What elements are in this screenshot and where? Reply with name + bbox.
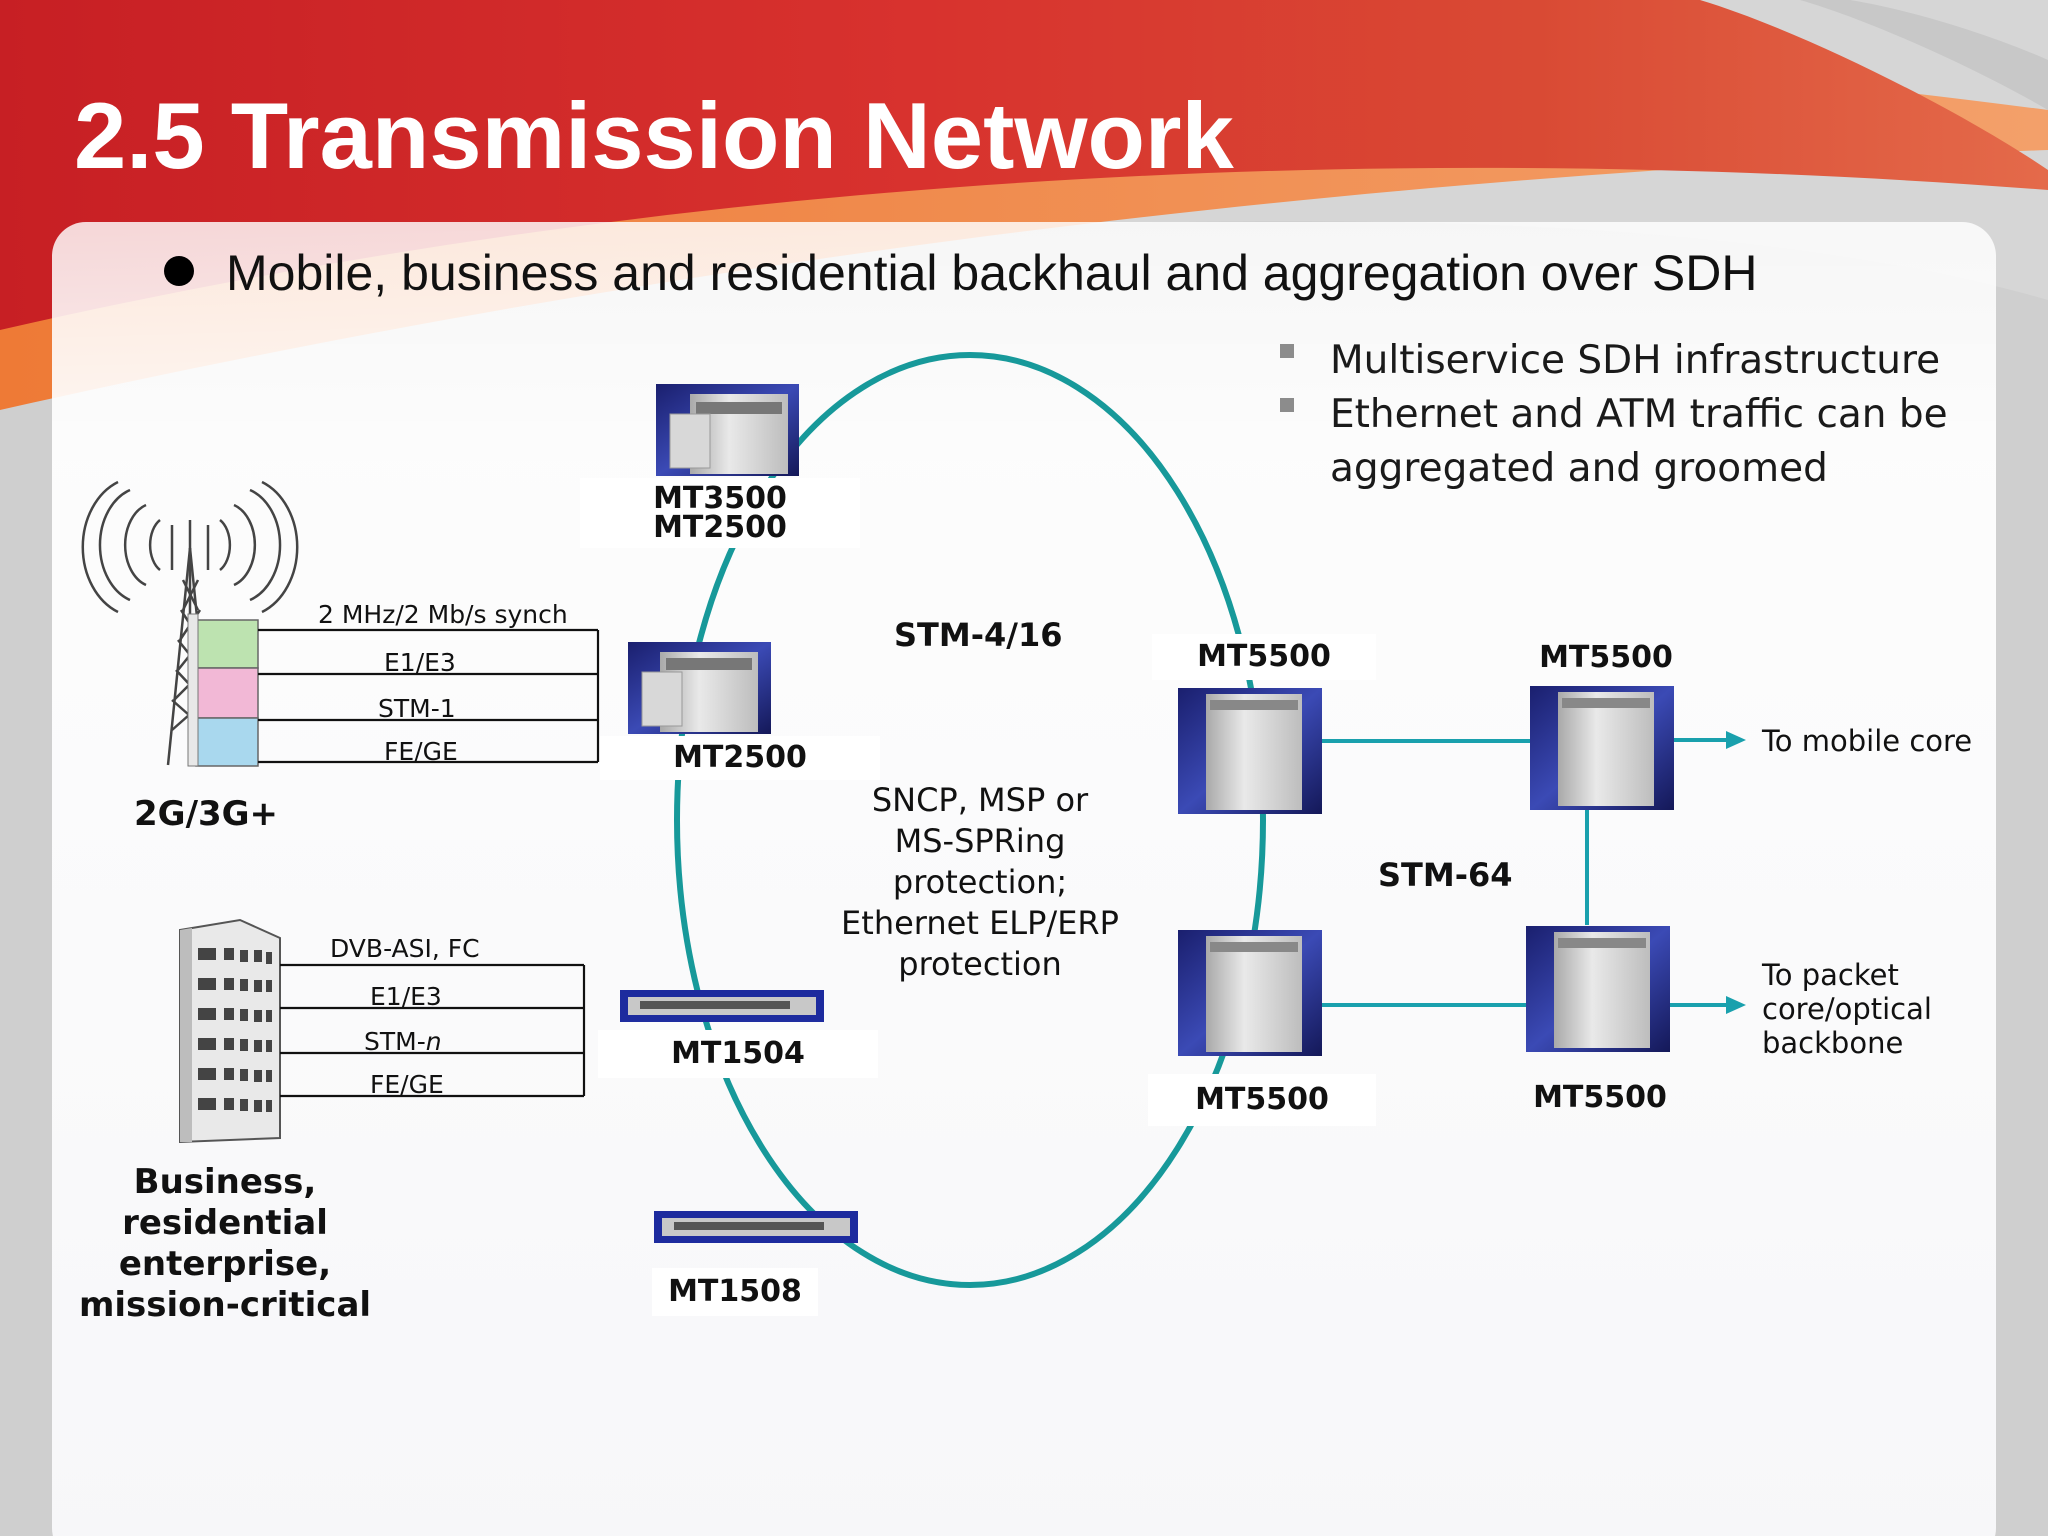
protection-line: SNCP, MSP or [871, 781, 1089, 819]
mt5500-device-image [1526, 926, 1670, 1052]
business-links [280, 963, 586, 1098]
mt3500-device-image [656, 384, 799, 476]
mt5500-device-image [1530, 686, 1674, 810]
sub-bullet-item: Ethernet and ATM traffic can be aggregat… [1280, 388, 2030, 496]
device-label-mt2500: MT2500 [600, 736, 880, 780]
mt1504-device-image [620, 990, 824, 1022]
tower-equipment [187, 613, 259, 767]
sub-bullet-text: Multiservice SDH infrastructure [1330, 338, 1941, 383]
square-bullet-icon [1280, 344, 1294, 358]
stm-ring [674, 352, 1266, 1288]
mt5500-device-image [1178, 930, 1322, 1056]
slide-title: 2.5 Transmission Network [74, 83, 1234, 188]
device-label-mt5500: MT5500 [1539, 640, 1673, 675]
mobile-site-label: 2G/3G+ [134, 794, 279, 834]
device-label-mt5500: MT5500 [1148, 1074, 1376, 1126]
protection-line: Ethernet ELP/ERP [841, 904, 1119, 942]
output-line: To packet [1762, 958, 1899, 992]
protection-line: protection [898, 945, 1062, 983]
sub-bullet-text-cont: aggregated and groomed [1330, 446, 1828, 491]
business-site-line: enterprise, [118, 1244, 332, 1284]
sub-bullet-list: Multiservice SDH infrastructure Ethernet… [1280, 334, 2030, 496]
output-mobile-core-label: To mobile core [1762, 724, 1973, 758]
device-label-mt1508: MT1508 [652, 1268, 818, 1316]
square-bullet-icon [1280, 398, 1294, 412]
mobile-link-label: 2 MHz/2 Mb/s synch [318, 600, 568, 629]
business-site-line: Business, [133, 1162, 317, 1202]
device-label-mt5500: MT5500 [1152, 634, 1376, 680]
device-label-mt3500-mt2500: MT3500 MT2500 [580, 478, 860, 548]
mobile-links [258, 628, 600, 764]
business-link-label-n: n [425, 1027, 442, 1056]
mobile-link-label: E1/E3 [384, 648, 456, 677]
business-link-label: STM-n [364, 1027, 442, 1056]
business-link-label-stm: STM- [364, 1027, 426, 1056]
core-rate-label: STM-64 [1378, 856, 1513, 894]
protection-line: protection; [892, 863, 1068, 901]
ring-rate-label: STM-4/16 [894, 616, 1063, 654]
arrow-icon [1726, 731, 1746, 749]
main-bullet-text: Mobile, business and residential backhau… [226, 245, 1758, 301]
device-label-mt5500: MT5500 [1533, 1080, 1667, 1115]
device-name: MT3500 [653, 481, 787, 516]
business-site-line: residential [122, 1203, 328, 1243]
mobile-link-label: FE/GE [384, 737, 458, 766]
business-site-line: mission-critical [78, 1285, 372, 1325]
business-link-label: DVB-ASI, FC [330, 934, 480, 963]
device-label-mt1504: MT1504 [598, 1030, 878, 1078]
business-site-label: Business, residential enterprise, missio… [60, 1162, 390, 1326]
protection-line: MS-SPRing [894, 822, 1066, 860]
bullet-icon [164, 256, 194, 286]
device-name: MT2500 [653, 510, 787, 545]
protection-text: SNCP, MSP or MS-SPRing protection; Ether… [820, 780, 1140, 985]
output-packet-core-label: To packet core/optical backbone [1762, 958, 1932, 1060]
sub-bullet-text: Ethernet and ATM traffic can be [1330, 392, 1948, 437]
mobile-link-label: STM-1 [378, 694, 456, 723]
business-link-label: E1/E3 [370, 982, 442, 1011]
mt5500-device-image [1178, 688, 1322, 814]
output-line: core/optical [1762, 992, 1932, 1026]
output-line: backbone [1762, 1026, 1904, 1060]
arrow-icon [1726, 996, 1746, 1014]
stm64-links [1320, 738, 1728, 1007]
business-link-label: FE/GE [370, 1070, 444, 1099]
mt2500-device-image [628, 642, 771, 734]
office-building-icon [179, 918, 281, 1144]
sub-bullet-item: Multiservice SDH infrastructure [1280, 334, 2030, 388]
mt1508-device-image [654, 1211, 858, 1243]
